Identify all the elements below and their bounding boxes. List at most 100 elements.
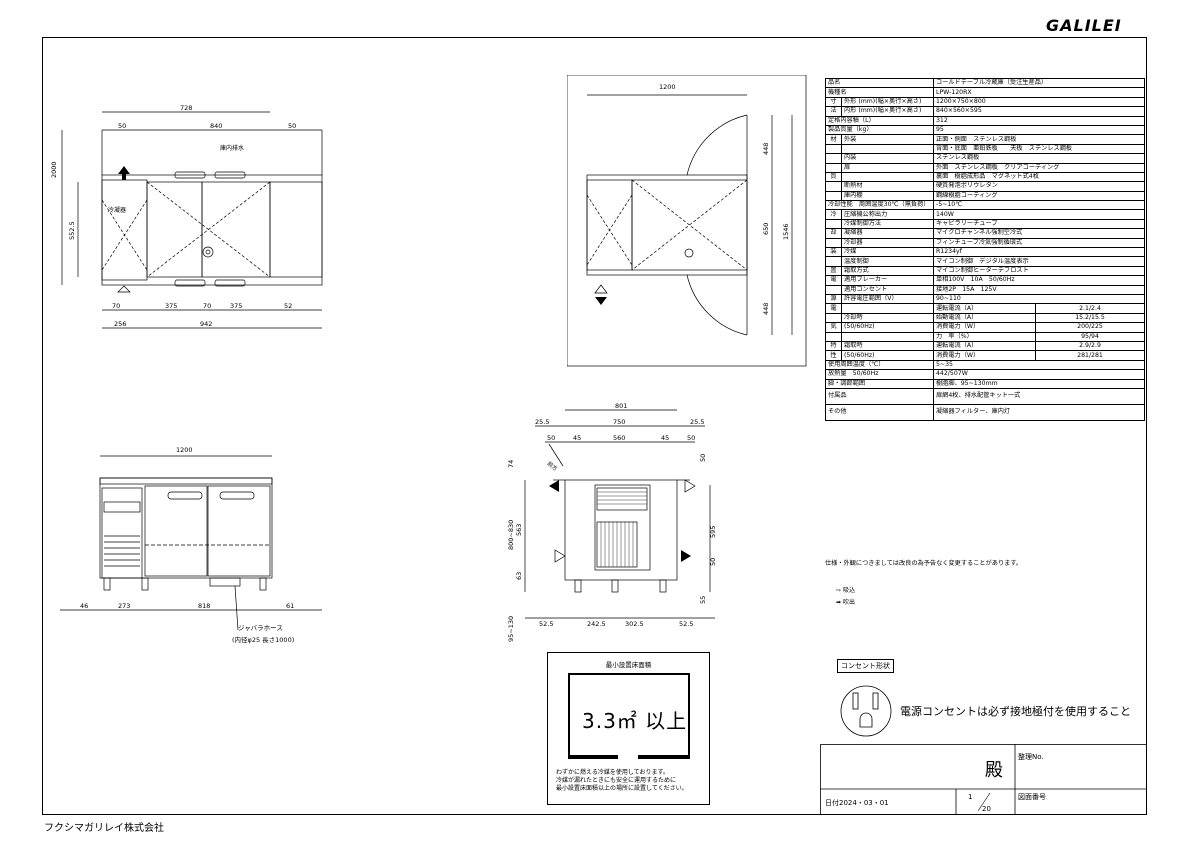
spec-value: 95	[932, 124, 1146, 136]
elec-group	[825, 331, 842, 342]
drain-label: 庫内排水	[220, 144, 244, 152]
front-dim-818: 818	[198, 602, 210, 610]
dim-552: 552.5	[68, 221, 76, 240]
spec-value: 凝縮器フィルター、庫内灯	[932, 403, 1146, 421]
min-area-room-icon	[568, 673, 690, 759]
elec-value: 15.2/15.5	[1034, 312, 1146, 324]
elec-row: 力 率（%）95/94	[825, 331, 1146, 342]
door-dim-448a: 448	[762, 143, 770, 155]
spec-key: 霜取方式	[841, 265, 934, 277]
side-dim-55: 55	[699, 596, 707, 604]
elec-row: 特霜取時運転電流（A）2.9/2.9	[825, 340, 1146, 352]
side-dim-74: 74	[507, 460, 515, 468]
legend-intake-icon: ⇨	[836, 587, 842, 594]
spec-value: 840×560×595	[932, 106, 1146, 117]
side-dim-r50b: 50	[709, 558, 717, 566]
outlet-icon	[840, 685, 892, 737]
intake-arrow-icon	[117, 285, 131, 293]
spec-key: 圧縮機公称出力	[841, 209, 934, 220]
spec-row: 寸外形 (mm)(幅×奥行×高さ)1200×750×800	[825, 96, 1146, 108]
spec-group: 置	[825, 265, 842, 277]
side-dim-50b: 50	[687, 434, 695, 442]
elec-key: 力 率（%）	[933, 331, 1036, 342]
legend-exhaust: ➡ 吹出	[836, 597, 855, 606]
spec-value: 鋼線樹脂コーティング	[932, 190, 1146, 202]
spec-value: マイコン制御ヒーターデフロスト	[932, 265, 1146, 277]
spec-key: 冷却器	[841, 237, 934, 249]
dim-728: 728	[180, 104, 192, 112]
spec-row: 置霜取方式マイコン制御ヒーターデフロスト	[825, 265, 1146, 277]
spec-value: 裏面 樹脂成形品 マグネット式4枚	[932, 171, 1146, 183]
side-dim-45a: 45	[573, 434, 581, 442]
title-honorific: 殿	[985, 760, 1003, 781]
side-dim-242: 242.5	[587, 620, 606, 628]
min-area-value: 3.3㎡ 以上	[582, 709, 688, 733]
side-dim-801: 801	[615, 402, 627, 410]
spec-group	[825, 162, 842, 173]
spec-value: キャピラリーチューブ	[932, 218, 1146, 230]
spec-group	[825, 284, 842, 296]
title-scale-num: 1	[968, 793, 973, 801]
spec-key: 冷媒制御方法	[841, 218, 934, 230]
spec-key: 庫内棚	[841, 190, 934, 202]
spec-row: 背面・底面 亜鉛鉄板 天板 ステンレス鋼板	[825, 143, 1146, 155]
spec-group: 寸	[825, 96, 842, 108]
spec-key: 適用ブレーカー	[841, 275, 934, 286]
spec-key: 外装	[841, 134, 934, 145]
spec-value: 正面・側面 ステンレス鋼板	[932, 134, 1146, 145]
legend-exhaust-text: 吹出	[842, 599, 855, 606]
spec-group: 却	[825, 228, 842, 239]
dim-2000: 2000	[50, 161, 58, 178]
spec-row: 電適用ブレーカー単相100V 10A 50/60Hz	[825, 275, 1146, 286]
outlet-label: コンセント形状	[837, 659, 894, 673]
spec-row: 冷却性能 周囲温度30℃（無負荷）-5~10℃	[825, 200, 1146, 211]
elec-mode: 冷却時	[841, 312, 934, 324]
side-dim-800-830: 800~830	[507, 520, 515, 550]
spec-value: マイクロチャンネル強制空冷式	[932, 228, 1146, 239]
spec-group: 電	[825, 275, 842, 286]
spec-key: 品名	[825, 77, 934, 89]
min-area-title: 最小設置床面積	[605, 661, 652, 669]
dim-256: 256	[114, 320, 126, 328]
side-dim-95-130: 95~130	[507, 616, 515, 642]
spec-row: 扉外面 ステンレス鋼板 クリアコーティング	[825, 162, 1146, 173]
spec-group	[825, 190, 842, 202]
dim-50a: 50	[118, 122, 126, 130]
side-dim-25a: 25.5	[535, 418, 549, 426]
dim-375b: 375	[230, 302, 242, 310]
spec-value: -5~10℃	[932, 200, 1146, 211]
spec-key: 脚・調節範囲	[825, 378, 934, 389]
spec-value: 接地2P 15A 125V	[932, 284, 1146, 296]
front-dim-273: 273	[118, 602, 130, 610]
min-area-note: わずかに燃える冷媒を使用しております。 冷媒が漏れたときにも安全に運用するために…	[556, 769, 688, 793]
spec-value: ステンレス鋼板	[932, 153, 1146, 164]
outlet-text: 電源コンセントは必ず接地極付を使用すること	[900, 705, 1131, 718]
door-swing-view: 1200 448 650 1546 448	[567, 75, 807, 367]
spec-key: 適用コンセント	[841, 284, 934, 296]
spec-row: 却凝縮器マイクロチャンネル強制空冷式	[825, 228, 1146, 239]
top-view-drawing: 728 840 50 50 70 375 70 375 52 256 942 2…	[50, 104, 323, 329]
door-dim-448b: 448	[762, 303, 770, 315]
door-intake-arrow-icon	[594, 284, 608, 294]
spec-group	[825, 237, 842, 249]
spec-key	[841, 143, 934, 155]
spec-key: 温度制御	[841, 256, 934, 267]
spec-tail-row: 使用周囲温度（℃）5~35	[825, 359, 1146, 371]
elec-row: 気(50/60Hz)消費電力（W）200/225	[825, 322, 1146, 333]
spec-group: 装	[825, 247, 842, 258]
side-dim-b52a: 52.5	[539, 620, 553, 628]
spec-value: 5~35	[932, 359, 1146, 371]
elec-value: 95/94	[1034, 331, 1146, 342]
elec-key: 消費電力（W）	[933, 322, 1036, 333]
front-dim-61: 61	[286, 602, 294, 610]
spec-value: 312	[932, 115, 1146, 126]
brand-logo: GALILEI	[1046, 16, 1122, 35]
spec-group: 質	[825, 171, 842, 183]
side-view-drawing: 801 25.5 750 25.5 50 45 560 45 50 前方 74 …	[507, 402, 717, 642]
side-dim-r50a: 50	[699, 454, 707, 462]
spec-key: 放熱量 50/60Hz	[825, 369, 934, 380]
dim-52: 52	[284, 302, 292, 310]
elec-value: 2.9/2.9	[1034, 340, 1146, 352]
